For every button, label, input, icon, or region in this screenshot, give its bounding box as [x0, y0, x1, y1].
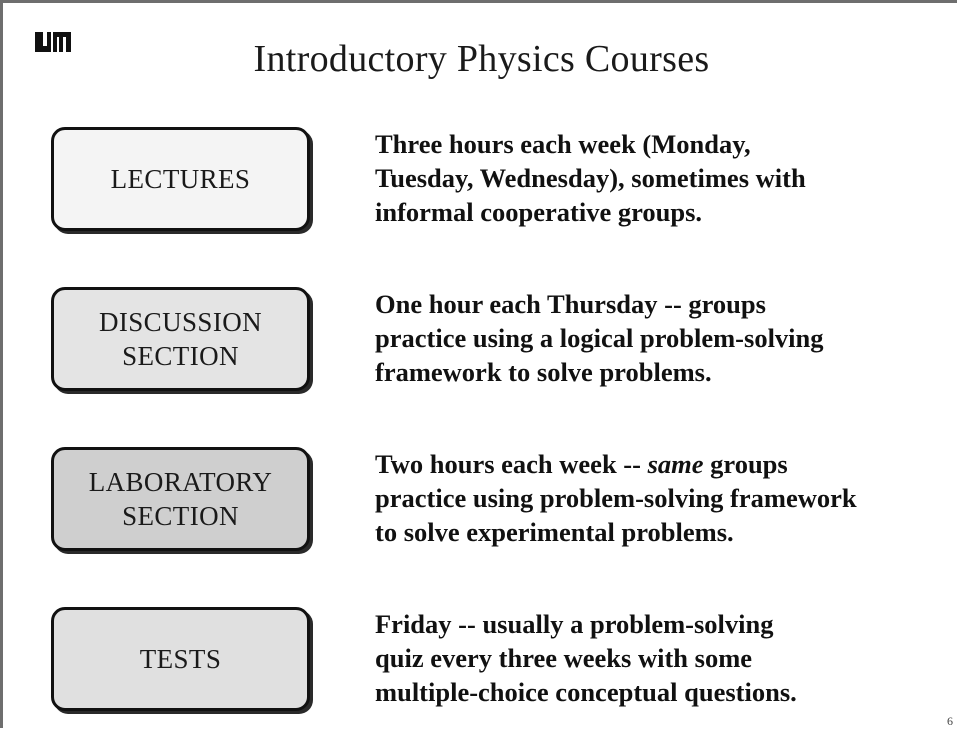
laboratory-section-label: LABORATORY SECTION	[88, 467, 273, 531]
discussion-section-description: One hour each Thursday -- groups practic…	[375, 287, 957, 389]
laboratory-section-description: Two hours each week -- same groups pract…	[375, 447, 957, 549]
tests-description: Friday -- usually a problem-solving quiz…	[375, 607, 957, 709]
description-line: quiz every three weeks with some	[375, 643, 753, 673]
description-line: practice using a logical problem-solving	[375, 323, 824, 353]
description-line: One hour each Thursday -- groups	[375, 289, 766, 319]
emphasis-text: same	[647, 449, 704, 479]
lectures-label: LECTURES	[110, 164, 251, 194]
discussion-section-label: DISCUSSION SECTION	[98, 307, 263, 371]
slide-title: Introductory Physics Courses	[253, 38, 710, 80]
lectures-description: Three hours each week (Monday, Tuesday, …	[375, 127, 957, 229]
umn-logo-icon	[33, 30, 73, 54]
tests-box: TESTS	[51, 607, 310, 711]
page-number: 6	[947, 714, 953, 728]
description-line: Two hours each week -- same groups	[375, 447, 957, 481]
description-text: groups	[703, 449, 788, 479]
tests-label: TESTS	[139, 644, 222, 674]
description-line: practice using problem-solving framework	[375, 483, 857, 513]
description-line: Three hours each week (Monday,	[375, 129, 751, 159]
lectures-box: LECTURES	[51, 127, 310, 231]
description-text: Two hours each week --	[375, 449, 648, 479]
description-line: multiple-choice conceptual questions.	[375, 677, 797, 707]
description-line: Friday -- usually a problem-solving	[375, 609, 774, 639]
description-line: Tuesday, Wednesday), sometimes with	[375, 163, 806, 193]
description-line: to solve experimental problems.	[375, 517, 734, 547]
description-line: framework to solve problems.	[375, 357, 712, 387]
description-line: informal cooperative groups.	[375, 197, 703, 227]
laboratory-section-box: LABORATORY SECTION	[51, 447, 310, 551]
discussion-section-box: DISCUSSION SECTION	[51, 287, 310, 391]
